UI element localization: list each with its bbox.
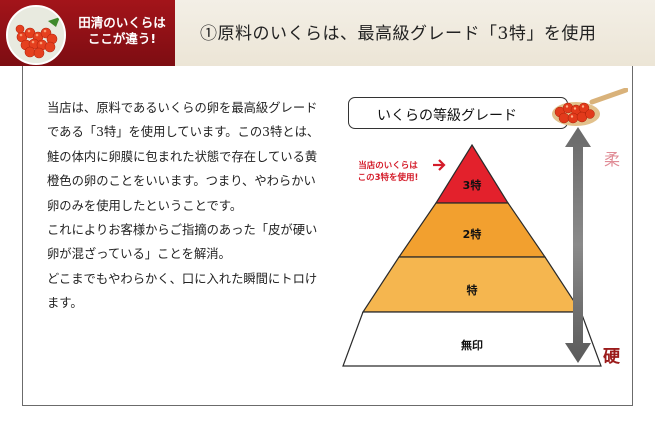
badge-text: 田清のいくらは ここが違う! (70, 15, 174, 47)
tier-3toku (434, 143, 510, 204)
grade-note-line-2: この3特を使用! (357, 173, 419, 183)
grade-note: 当店のいくらは この3特を使用! (348, 160, 428, 184)
ikura-photo-icon (6, 5, 66, 65)
grade-chart-title: いくらの等級グレード (377, 108, 517, 124)
soft-label: 柔 (604, 150, 621, 169)
arrow-right-icon (433, 159, 446, 171)
grade-pyramid (342, 143, 602, 367)
content-frame (22, 66, 633, 406)
badge-line-1: 田清のいくらは (78, 15, 166, 30)
grade-note-line-1: 当店のいくらは (358, 161, 418, 171)
header-bar: 田清のいくらは ここが違う! ①原料のいくらは、最高級グレード「3特」を使用 (0, 0, 655, 66)
soft-hard-arrow-icon (565, 127, 591, 363)
body-paragraph-2: これによりお客様からご指摘のあった「皮が硬い卵が混ざっている」ことを解消。 (47, 223, 318, 262)
body-paragraph-1: 当店は、原料であるいくらの卵を最高級グレードである「3特」を使用しています。この… (47, 101, 320, 213)
header-badge: 田清のいくらは ここが違う! (0, 0, 175, 66)
tier-label-toku: 特 (466, 284, 478, 297)
grade-chart-title-box: いくらの等級グレード (348, 97, 568, 129)
body-paragraph-3: どこまでもやわらかく、口に入れた瞬間にトロけます。 (47, 271, 318, 311)
ikura-spoon-icon (552, 88, 628, 126)
tier-label-2toku: 2特 (462, 228, 482, 241)
page-title: ①原料のいくらは、最高級グレード「3特」を使用 (200, 24, 597, 44)
hard-label: 硬 (603, 347, 620, 367)
badge-line-2: ここが違う! (87, 31, 157, 46)
body-text: 当店は、原料であるいくらの卵を最高級グレードである「3特」を使用しています。この… (47, 96, 327, 316)
tier-label-mujirushi: 無印 (461, 339, 483, 352)
tier-mujirushi (342, 311, 602, 367)
tier-label-3toku: 3特 (462, 179, 482, 192)
